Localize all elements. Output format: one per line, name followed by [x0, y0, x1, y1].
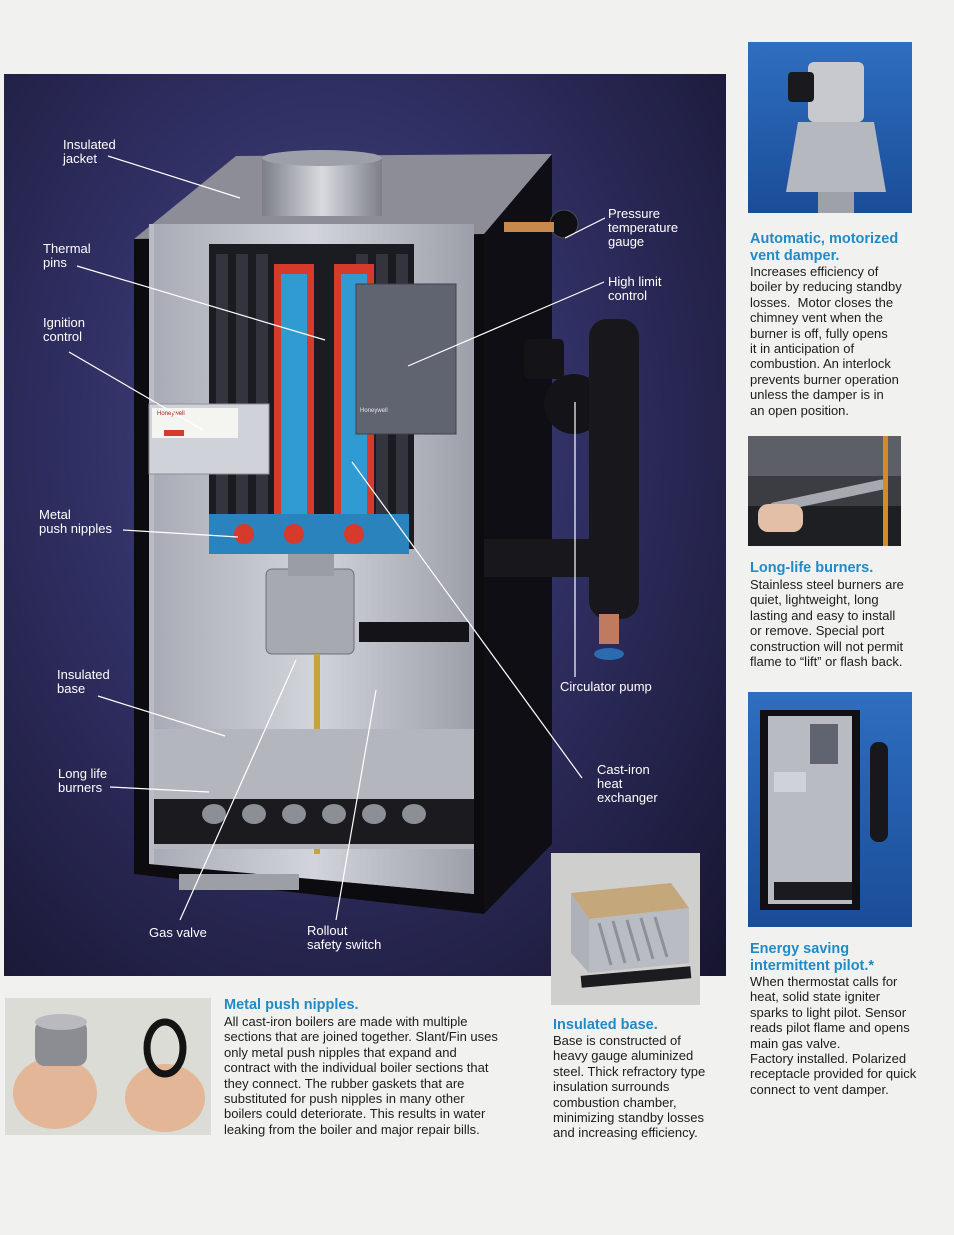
pilot-title: Energy saving intermittent pilot.* — [750, 941, 875, 974]
push-nipples-body: All cast-iron boilers are made with mult… — [224, 1014, 498, 1137]
callout-cast-iron-heat-exchanger: Cast-iron heat exchanger — [597, 762, 658, 805]
callout-insulated-jacket: Insulated jacket — [63, 137, 116, 166]
pilot-body: When thermostat calls for heat, solid st… — [750, 974, 917, 1097]
boiler-cutaway-photo: Honeywell Honeywell — [4, 74, 726, 976]
callout-metal-push-nipples: Metal push nipples — [39, 507, 112, 536]
insulated-base-title: Insulated base. — [553, 1017, 658, 1033]
push-nipples-photo — [5, 998, 211, 1135]
burners-photo — [748, 436, 901, 546]
callout-ignition-control: Ignition control — [43, 315, 85, 344]
callout-circulator-pump: Circulator pump — [560, 679, 652, 694]
callout-rollout-safety-switch: Rollout safety switch — [307, 923, 382, 952]
insulated-base-photo — [551, 853, 700, 1005]
vent-damper-photo — [748, 42, 912, 213]
ignition-brand-label: Honeywell — [157, 411, 185, 417]
callout-thermal-pins: Thermal pins — [43, 241, 91, 270]
burners-body: Stainless steel burners are quiet, light… — [750, 577, 904, 670]
vent-damper-body: Increases efficiency of boiler by reduci… — [750, 264, 902, 418]
callout-long-life-burners: Long life burners — [58, 766, 108, 795]
callout-gas-valve: Gas valve — [149, 925, 207, 940]
insulated-base-body: Base is constructed of heavy gauge alumi… — [553, 1033, 706, 1141]
vent-damper-title: Automatic, motorized vent damper. — [750, 231, 899, 264]
burners-title: Long-life burners. — [750, 560, 874, 576]
callout-insulated-base: Insulated base — [57, 667, 110, 696]
callout-pressure-temperature-gauge: Pressure temperature gauge — [608, 206, 679, 249]
pilot-boiler-photo — [748, 692, 912, 927]
push-nipples-title: Metal push nipples. — [224, 997, 359, 1013]
callout-high-limit-control: High limit control — [608, 274, 662, 303]
limit-brand-label: Honeywell — [360, 408, 388, 414]
